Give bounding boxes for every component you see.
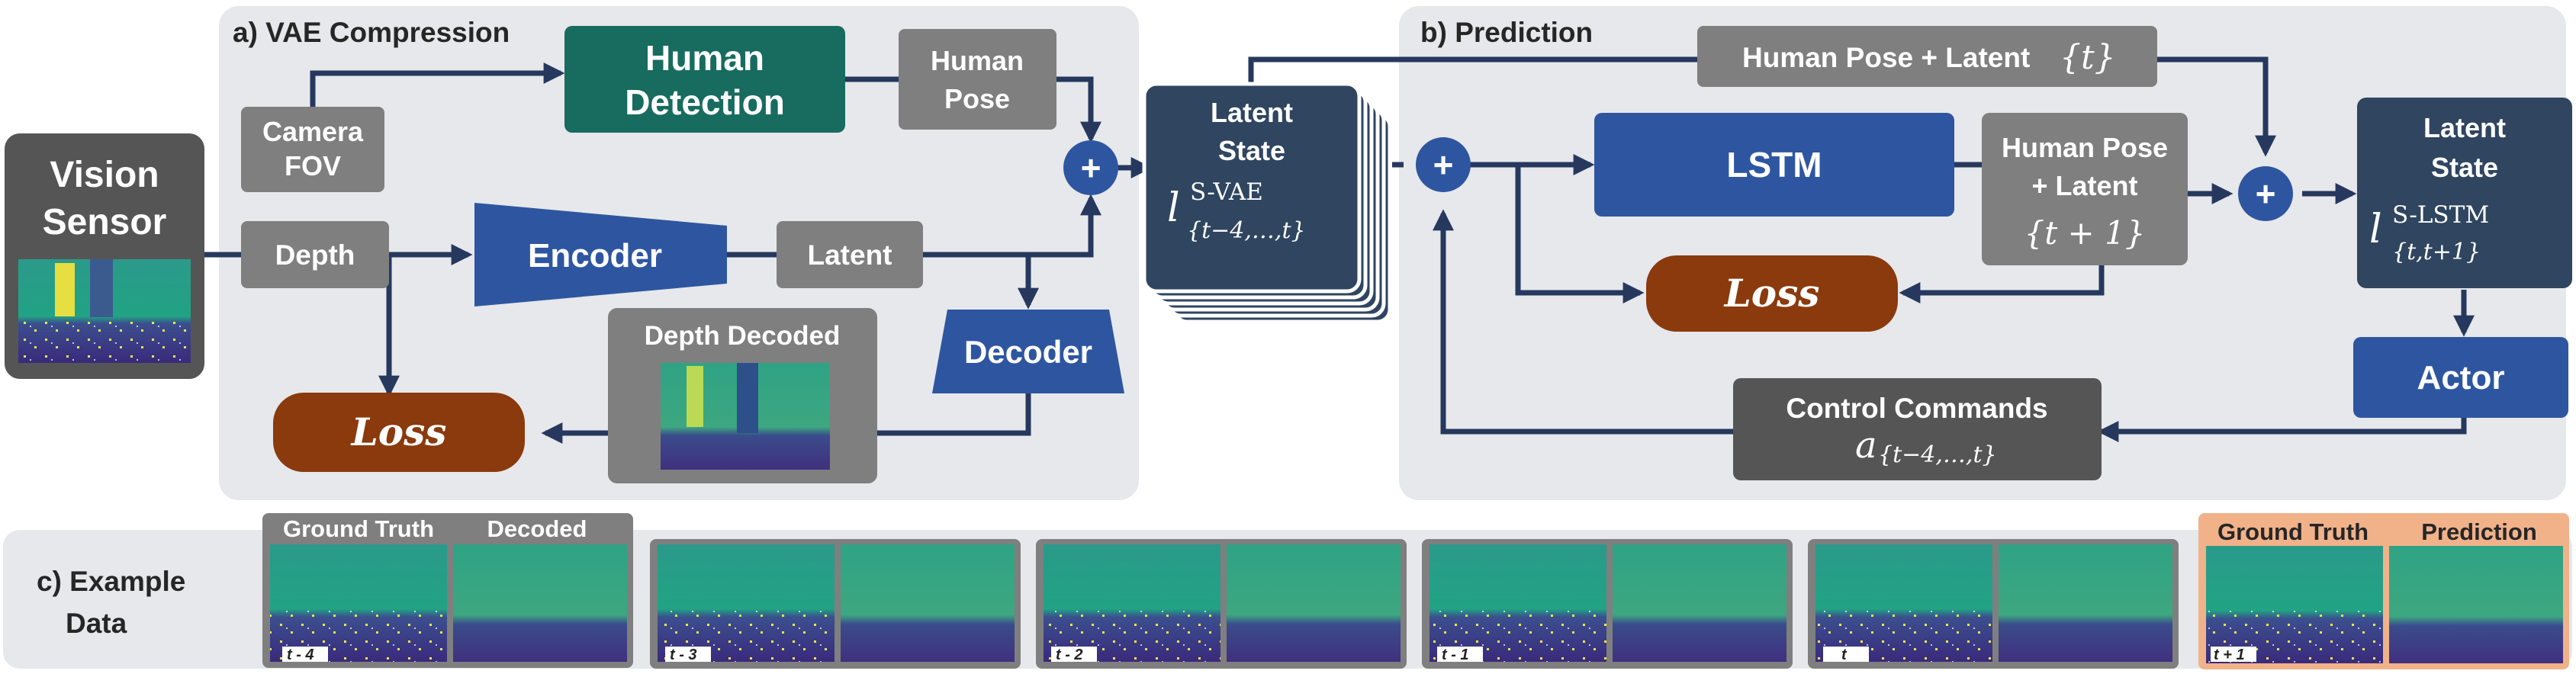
decoder-label: Decoder	[964, 334, 1092, 370]
lstm-node: LSTM	[1594, 113, 1954, 217]
loss-label-a: Loss	[350, 409, 447, 454]
vision-sensor-label-2: Sensor	[43, 202, 167, 242]
plus-node-a: +	[1063, 140, 1118, 195]
plus-label-a: +	[1081, 148, 1101, 188]
example-tag-5: t	[1841, 647, 1848, 663]
control-commands-node: Control Commands a {t−4,…,t}	[1733, 378, 2102, 480]
latent-state-vae-label-1: Latent	[1211, 97, 1293, 128]
human-detection-label-1: Human	[645, 38, 764, 78]
latent-state-lstm-node: Latent State l S-LSTM {t,t+1}	[2357, 98, 2572, 288]
vision-sensor-node: Vision Sensor	[5, 133, 204, 379]
latent-state-lstm-sub: {t,t+1}	[2392, 239, 2481, 265]
human-pose-node: Human Pose	[899, 29, 1056, 130]
latent-state-vae-label-2: State	[1218, 135, 1285, 166]
loss-label-b: Loss	[1723, 271, 1820, 316]
control-commands-symbol: a	[1855, 424, 1877, 467]
example-strip: Ground Truth Decoded t - 4 t - 3 t - 2 t…	[262, 513, 2569, 669]
latent-state-vae-symbol: l	[1167, 185, 1180, 231]
depth-decoded-label: Depth Decoded	[645, 321, 841, 351]
hp-latent-next-node: Human Pose + Latent {t + 1}	[1982, 113, 2188, 265]
human-pose-label-2: Pose	[944, 83, 1010, 114]
latent-state-vae-sub: {t−4,…,t}	[1187, 217, 1306, 244]
connectors	[204, 56, 2475, 444]
human-detection-label-2: Detection	[625, 82, 785, 122]
top-label-node: Human Pose + Latent {t}	[1697, 26, 2157, 87]
loss-node-a: Loss	[273, 393, 525, 472]
panel-c-title-line1: c) Example	[37, 566, 185, 597]
latent-state-lstm-symbol: l	[2369, 207, 2382, 252]
example-tag-3: t - 2	[1056, 647, 1083, 663]
latent-state-lstm-label-1: Latent	[2423, 112, 2506, 143]
panel-b-title: b) Prediction	[1420, 17, 1593, 48]
top-label-text: Human Pose + Latent	[1742, 42, 2030, 73]
tag-bg-1	[282, 647, 328, 662]
example-tag-1: t - 4	[287, 647, 314, 663]
example-tag-4: t - 1	[1442, 647, 1469, 663]
loss-node-b: Loss	[1646, 255, 1898, 332]
latent-state-vae-node: Latent State l S-VAE {t−4,…,t}	[1142, 82, 1392, 324]
actor-node: Actor	[2353, 337, 2568, 418]
plus-label-c: +	[2256, 174, 2276, 213]
plus-node-b: +	[1416, 137, 1471, 192]
latent-state-lstm-label-2: State	[2431, 152, 2498, 183]
panel-c-title-line2: Data	[66, 608, 127, 639]
human-detection-node: Human Detection	[564, 26, 845, 133]
lstm-label: LSTM	[1726, 145, 1822, 185]
vision-sensor-label-1: Vision	[50, 155, 159, 195]
latent-label: Latent	[808, 239, 892, 271]
example-ground-truth-label: Ground Truth	[283, 515, 434, 542]
latent-node: Latent	[777, 221, 923, 288]
depth-label: Depth	[275, 239, 355, 271]
example-decoded-label: Decoded	[487, 515, 587, 542]
example-prediction-label: Prediction	[2421, 518, 2537, 545]
camera-fov-label-1: Camera	[262, 116, 364, 147]
latent-state-lstm-sup: S-LSTM	[2392, 201, 2489, 229]
camera-fov-label-2: FOV	[285, 150, 341, 181]
decoder-node: Decoder	[932, 310, 1124, 393]
hp-latent-next-label-2: + Latent	[2031, 170, 2137, 201]
example-tag-2: t - 3	[670, 647, 697, 663]
example-tag-6: t + 1	[2214, 647, 2245, 663]
camera-fov-node: Camera FOV	[241, 107, 384, 192]
plus-node-c: +	[2238, 166, 2293, 221]
control-commands-sub: {t−4,…,t}	[1878, 441, 1997, 468]
control-commands-label: Control Commands	[1786, 393, 2047, 424]
top-label-math: {t}	[2060, 38, 2116, 77]
actor-label: Actor	[2417, 359, 2505, 396]
example-ground-truth-label-2: Ground Truth	[2217, 518, 2369, 545]
encoder-node: Encoder	[474, 203, 727, 307]
latent-state-vae-sup: S-VAE	[1190, 178, 1263, 206]
depth-decoded-node: Depth Decoded	[608, 308, 877, 483]
hp-latent-next-math: {t + 1}	[2024, 214, 2146, 252]
plus-label-b: +	[1433, 145, 1454, 185]
hp-latent-next-label-1: Human Pose	[2002, 132, 2168, 163]
panel-a-title: a) VAE Compression	[233, 17, 510, 48]
human-pose-label-1: Human	[931, 45, 1024, 76]
depth-node: Depth	[241, 221, 389, 288]
encoder-label: Encoder	[528, 237, 662, 274]
